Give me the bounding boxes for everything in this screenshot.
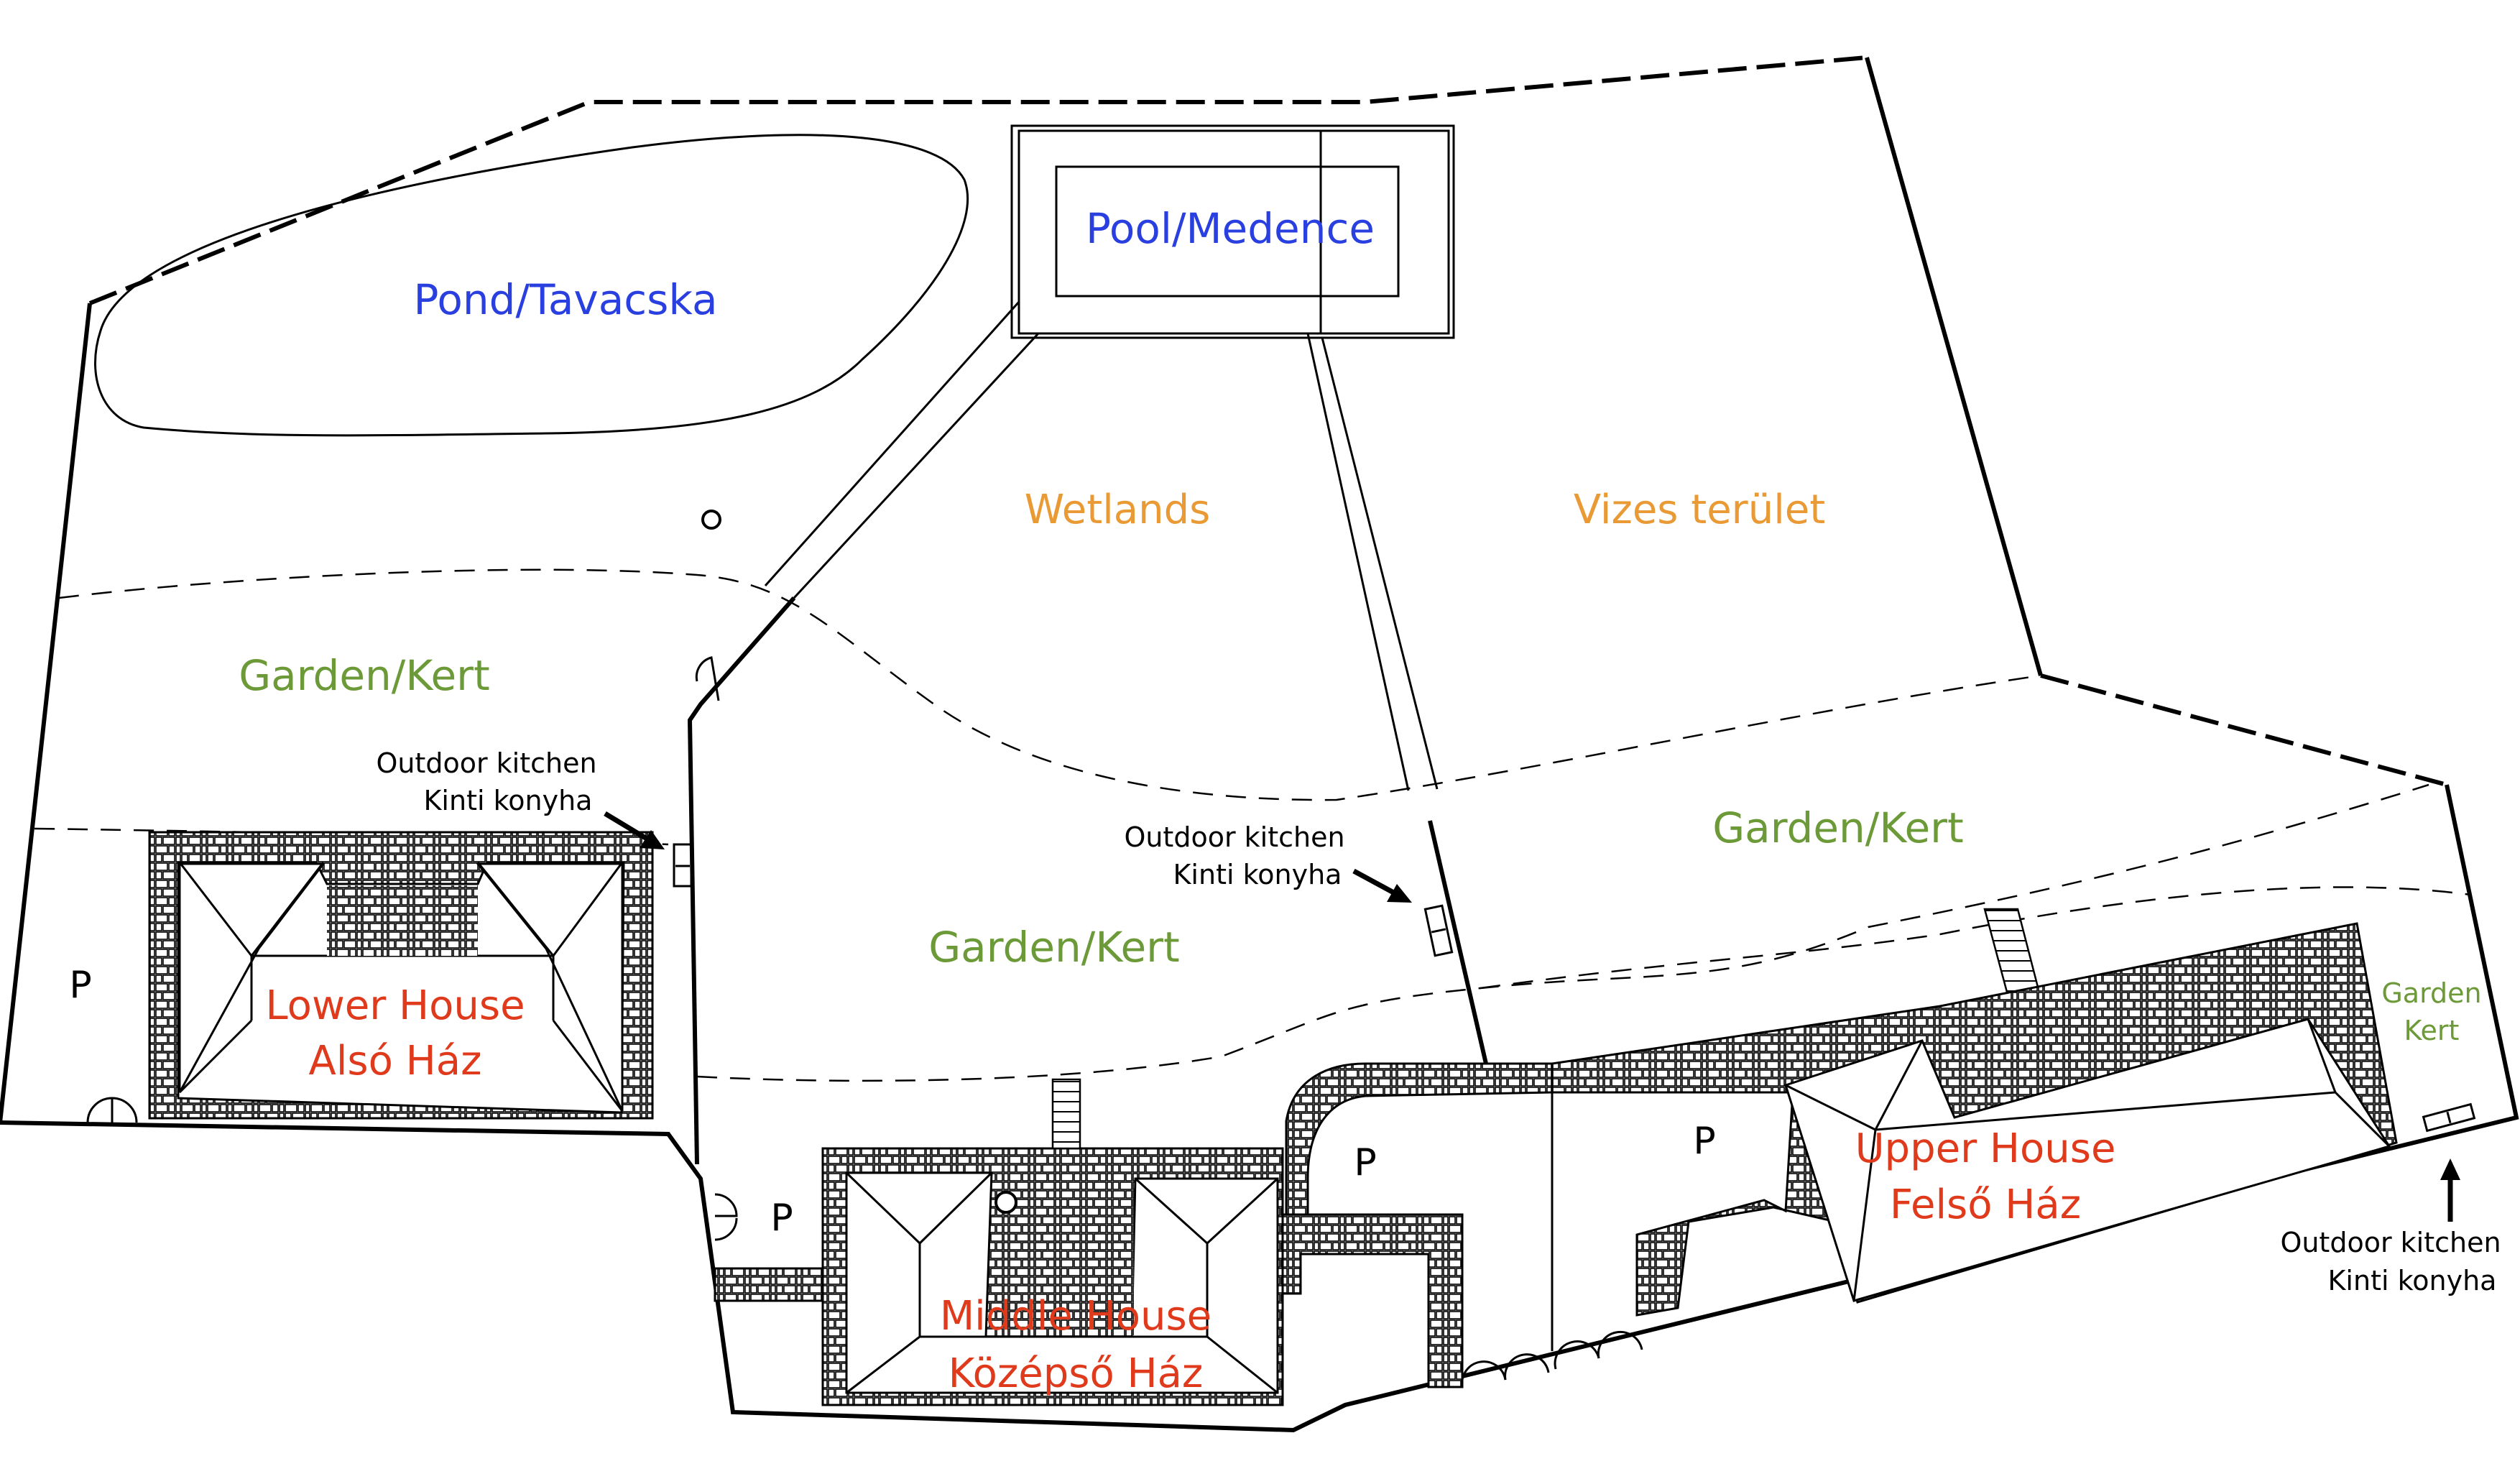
upper-house-label-en: Upper House xyxy=(1855,1125,2116,1172)
wetlands-label-en: Wetlands xyxy=(1025,487,1211,533)
gates xyxy=(86,656,1643,1388)
parking-label-middle-left: P xyxy=(770,1197,793,1240)
kitchen-units xyxy=(673,843,2476,1133)
tree-marker xyxy=(701,510,721,530)
parking-label-middle-right: P xyxy=(1354,1141,1376,1184)
parking-label-upper: P xyxy=(1693,1120,1715,1163)
wetlands-label-hu: Vizes terület xyxy=(1574,487,1825,533)
middle-house xyxy=(714,1062,1554,1406)
garden-label-small-en: Garden xyxy=(2381,977,2481,1009)
steps-middle xyxy=(1051,1078,1081,1150)
arrows xyxy=(604,811,2460,1222)
garden-label-right: Garden/Kert xyxy=(1712,803,1964,852)
lower-house xyxy=(148,831,654,1120)
garden-label-left: Garden/Kert xyxy=(239,651,490,700)
upper-house-label-hu: Felső Ház xyxy=(1890,1181,2081,1228)
upper-house xyxy=(1551,922,2398,1317)
pool-paths xyxy=(764,301,1439,791)
middle-house-label-hu: Középső Ház xyxy=(949,1350,1204,1397)
pond xyxy=(94,134,969,437)
garden-label-middle: Garden/Kert xyxy=(928,923,1180,972)
kitchen-label-1-hu: Kinti konyha xyxy=(424,785,593,816)
parking-label-lower: P xyxy=(69,964,91,1007)
garden-label-small-hu: Kert xyxy=(2404,1015,2460,1046)
kitchen-label-2-en: Outdoor kitchen xyxy=(1124,821,1344,853)
pool-label: Pool/Medence xyxy=(1086,204,1375,253)
kitchen-label-3-hu: Kinti konyha xyxy=(2328,1265,2497,1296)
lower-house-label-hu: Alsó Ház xyxy=(309,1038,482,1084)
kitchen-label-2-hu: Kinti konyha xyxy=(1173,859,1342,890)
lower-house-label-en: Lower House xyxy=(265,982,525,1029)
interior-boundaries xyxy=(687,596,1554,1351)
kitchen-label-1-en: Outdoor kitchen xyxy=(376,747,596,779)
kitchen-label-3-en: Outdoor kitchen xyxy=(2280,1227,2501,1258)
middle-house-label-en: Middle House xyxy=(940,1293,1211,1340)
pond-label: Pond/Tavacska xyxy=(414,275,718,324)
